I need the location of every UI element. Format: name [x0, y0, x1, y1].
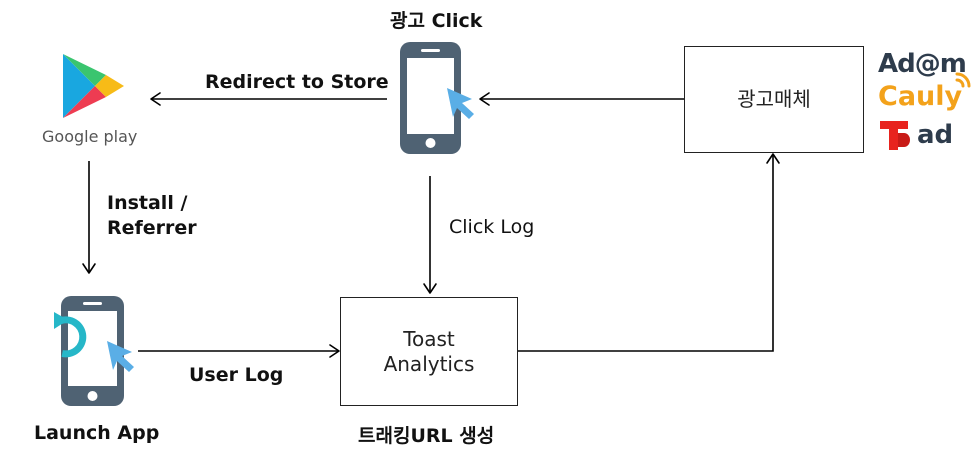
cauly-signal-icon: [955, 72, 971, 88]
toast-analytics-box: Toast Analytics: [340, 297, 518, 406]
user-log-label: User Log: [189, 364, 284, 386]
install-label-line1: Install /: [107, 192, 188, 214]
install-label-line2: Referrer: [107, 217, 197, 239]
arrowhead-media-to-phone: [479, 92, 490, 106]
cursor-icon: [447, 88, 474, 119]
google-play-icon: [63, 54, 124, 118]
click-log-label: Click Log: [449, 216, 535, 238]
arrowhead-redirect: [150, 92, 161, 106]
refresh-icon: [54, 312, 87, 358]
tracking-url-label: 트래킹URL 생성: [358, 425, 495, 447]
ad-media-box: 광고매체: [684, 46, 864, 153]
arrowhead-user-log: [329, 344, 340, 358]
tad-logo-icon: [880, 121, 910, 150]
arrowhead-install: [82, 263, 96, 274]
adam-logo: Ad@m: [878, 49, 967, 79]
arrowhead-click-log: [423, 283, 437, 294]
ad-media-label: 광고매체: [737, 87, 811, 111]
cursor-icon: [107, 341, 134, 372]
ad-click-label: 광고 Click: [390, 10, 483, 32]
tad-logo-text: ad: [917, 120, 954, 150]
launch-app-label: Launch App: [34, 422, 160, 444]
arrow-toast-to-media: [517, 155, 774, 352]
google-play-logo-text: Google play: [42, 127, 138, 146]
cauly-logo: Cauly: [878, 81, 963, 112]
redirect-label: Redirect to Store: [205, 71, 389, 93]
toast-analytics-line1: Toast: [403, 326, 455, 351]
toast-analytics-line2: Analytics: [383, 351, 475, 376]
smartphone-icon: [400, 42, 461, 154]
arrowhead-toast-to-media: [766, 153, 780, 164]
